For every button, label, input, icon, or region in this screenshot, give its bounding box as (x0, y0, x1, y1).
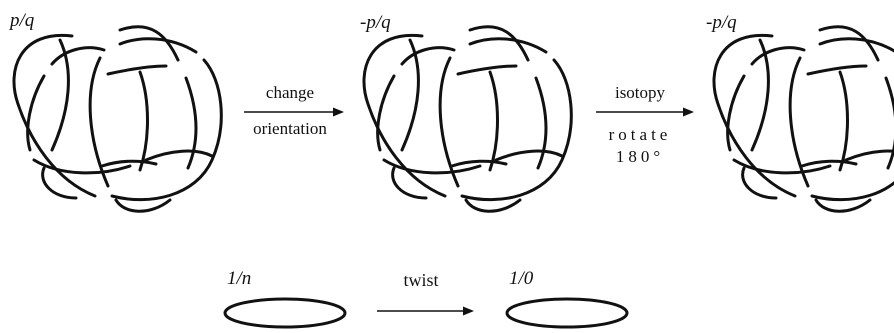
left-knot (12, 25, 223, 213)
isotopy-arrow (596, 107, 694, 117)
right-knot-label: -p/q (706, 12, 737, 33)
twist-arrow (377, 306, 474, 316)
middle-knot-label: -p/q (360, 12, 391, 33)
arrow1-label-line2: orientation (253, 119, 327, 138)
unknot-right-label: 1/0 (509, 268, 534, 289)
unknot-left (223, 297, 347, 329)
unknot-right (505, 297, 629, 329)
left-knot-label: p/q (8, 10, 35, 31)
arrow2-label: isotopy (615, 83, 666, 102)
unknot-left-label: 1/n (227, 268, 251, 289)
twist-label: twist (403, 270, 438, 290)
arrow2-note-line1: rotate (609, 125, 672, 144)
change-orientation-arrow (244, 107, 344, 117)
right-knot (712, 25, 894, 213)
middle-knot (362, 25, 573, 213)
arrow2-note-line2: 180° (616, 147, 664, 166)
arrow1-label-line1: change (266, 83, 314, 102)
